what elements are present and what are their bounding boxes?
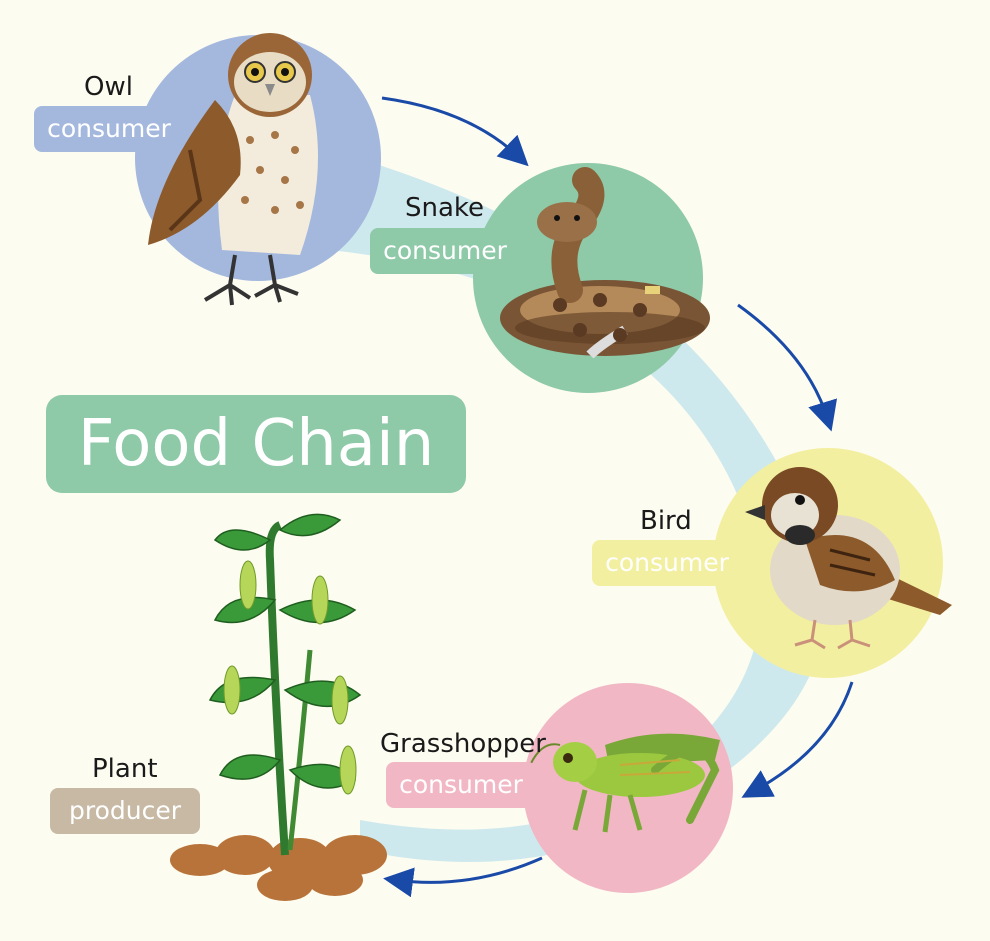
plant-name-label: Plant: [92, 754, 158, 784]
grasshopper-name-label: Grasshopper: [380, 729, 546, 759]
arrow-bird-to-grasshopper: [741, 681, 854, 798]
snake-role-tag: consumer: [370, 228, 520, 274]
snake-name-label: Snake: [405, 193, 485, 223]
owl-name-label: Owl: [84, 72, 133, 102]
sparrow-icon: [745, 467, 952, 650]
bird-role-tag: consumer: [592, 540, 742, 586]
diagram-title: Food Chain: [46, 395, 466, 493]
owl-role-tag: consumer: [34, 106, 184, 152]
grasshopper-role-tag: consumer: [386, 762, 536, 808]
grasshopper-icon: [527, 733, 720, 833]
owl-icon: [148, 33, 318, 306]
arrow-snake-to-bird: [737, 303, 838, 432]
snake-icon: [500, 167, 710, 359]
arrow-owl-to-snake: [381, 96, 529, 167]
pea-plant-icon: [170, 513, 387, 901]
plant-role-tag: producer: [50, 788, 200, 834]
arrow-grasshopper-to-plant: [383, 856, 543, 898]
bird-name-label: Bird: [640, 506, 692, 536]
